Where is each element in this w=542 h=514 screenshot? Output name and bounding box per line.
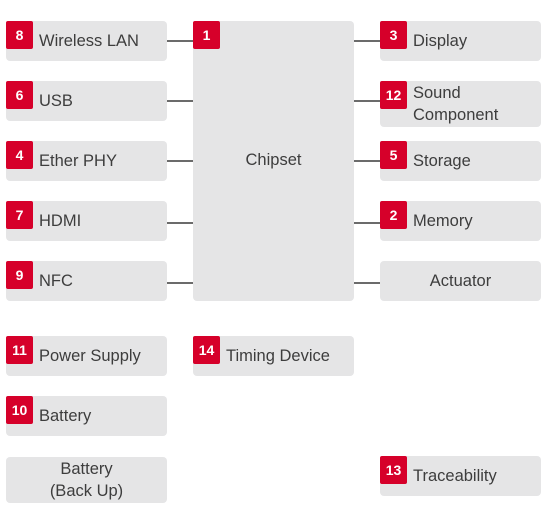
block-number-badge: 14 xyxy=(193,336,220,364)
block-label: Memory xyxy=(413,212,473,230)
block-number-badge: 9 xyxy=(6,261,33,289)
block-number-badge: 1 xyxy=(193,21,220,49)
block-number-badge: 4 xyxy=(6,141,33,169)
block-number-badge: 3 xyxy=(380,21,407,49)
block-memory: 2 Memory xyxy=(380,201,541,241)
block-number-badge: 8 xyxy=(6,21,33,49)
block-ether-phy: 4 Ether PHY xyxy=(6,141,167,181)
block-battery-backup: Battery (Back Up) xyxy=(6,457,167,503)
block-label: Chipset xyxy=(245,151,302,169)
block-label: Traceability xyxy=(413,467,497,485)
block-actuator: Actuator xyxy=(380,261,541,301)
connector-wireless-lan xyxy=(167,40,193,42)
block-storage: 5 Storage xyxy=(380,141,541,181)
block-label: Sound Component xyxy=(413,84,499,124)
block-display: 3 Display xyxy=(380,21,541,61)
block-nfc: 9 NFC xyxy=(6,261,167,301)
block-power-supply: 11 Power Supply xyxy=(6,336,167,376)
block-label: Wireless LAN xyxy=(39,32,139,50)
block-number-badge: 5 xyxy=(380,141,407,169)
connector-display xyxy=(354,40,380,42)
block-label: Actuator xyxy=(429,272,492,290)
block-label: Power Supply xyxy=(39,347,141,365)
block-sound-component: 12 Sound Component xyxy=(380,81,541,127)
block-number-badge: 13 xyxy=(380,456,407,484)
block-hdmi: 7 HDMI xyxy=(6,201,167,241)
connector-storage xyxy=(354,160,380,162)
connector-nfc xyxy=(167,282,193,284)
block-chipset: 1 Chipset xyxy=(193,21,354,301)
block-number-badge: 10 xyxy=(6,396,33,424)
connector-ether-phy xyxy=(167,160,193,162)
block-number-badge: 6 xyxy=(6,81,33,109)
block-label: NFC xyxy=(39,272,73,290)
connector-hdmi xyxy=(167,222,193,224)
block-label: Ether PHY xyxy=(39,152,117,170)
block-traceability: 13 Traceability xyxy=(380,456,541,496)
connector-usb xyxy=(167,100,193,102)
block-battery: 10 Battery xyxy=(6,396,167,436)
block-label: Battery xyxy=(39,407,92,425)
block-label: Display xyxy=(413,32,468,50)
block-number-badge: 2 xyxy=(380,201,407,229)
block-usb: 6 USB xyxy=(6,81,167,121)
block-number-badge: 11 xyxy=(6,336,33,364)
block-timing-device: 14 Timing Device xyxy=(193,336,354,376)
connector-memory xyxy=(354,222,380,224)
block-label: HDMI xyxy=(39,212,82,230)
block-label: USB xyxy=(39,92,73,110)
block-number-badge: 12 xyxy=(380,81,407,109)
block-label: Battery (Back Up) xyxy=(49,460,124,500)
connector-sound-component xyxy=(354,100,380,102)
block-number-badge: 7 xyxy=(6,201,33,229)
connector-actuator xyxy=(354,282,380,284)
block-label: Storage xyxy=(413,152,471,170)
block-wireless-lan: 8 Wireless LAN xyxy=(6,21,167,61)
block-label: Timing Device xyxy=(226,347,330,365)
